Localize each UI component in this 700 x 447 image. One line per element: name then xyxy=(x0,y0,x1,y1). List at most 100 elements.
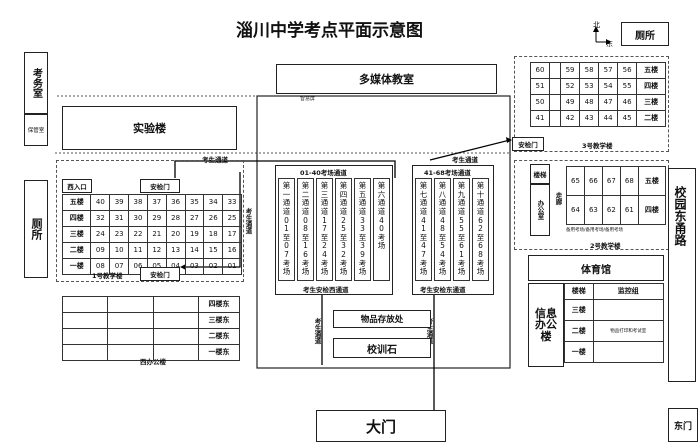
monitor-group: 监控组 xyxy=(592,283,665,300)
exam-room-cell: 03 xyxy=(184,258,205,275)
building2-office: 办公室 xyxy=(530,184,550,236)
room-char: 一 xyxy=(282,189,291,199)
building1-exit-security-gate: 安检门 xyxy=(140,267,180,281)
exam-room-cell: 15 xyxy=(203,242,224,259)
room-char: 3 xyxy=(360,241,365,251)
east-road xyxy=(668,168,696,382)
office-cell xyxy=(61,296,109,313)
exam-room-cell: 23 xyxy=(109,226,130,243)
exam-room-cell: 51 xyxy=(529,78,551,95)
office-cell xyxy=(152,328,200,345)
exam-room-cell: 21 xyxy=(146,226,167,243)
exam-room-cell: 55 xyxy=(617,78,638,95)
exam-room-cell: 22 xyxy=(128,226,148,243)
office-cell xyxy=(152,296,200,313)
exam-office-label: 考务室 xyxy=(30,68,42,98)
room-char: 场 xyxy=(419,267,428,277)
room-char: 考 xyxy=(438,258,447,268)
room-char: 1 xyxy=(284,224,289,234)
room-char: 6 xyxy=(303,250,308,259)
exam-room-cell: 53 xyxy=(579,78,600,95)
corridor-cell xyxy=(549,62,562,79)
exam-room-cell: 18 xyxy=(203,226,224,243)
room-char: 八 xyxy=(438,189,447,199)
room-char: 考 xyxy=(320,258,329,268)
west-entrance: 西入口 xyxy=(62,179,92,193)
exam-room-cell: 40 xyxy=(90,194,111,211)
west-office-caption: 西办公楼 xyxy=(140,358,166,366)
room-char: 场 xyxy=(358,267,367,277)
exam-room-cell: 29 xyxy=(146,210,167,227)
exam-room-cell: 66 xyxy=(583,166,603,196)
room-char: 0 xyxy=(284,215,289,225)
office-cell: 物品打印和考试室 xyxy=(592,320,665,342)
exam-room-cell: 14 xyxy=(184,242,205,259)
room-char: 至 xyxy=(438,232,447,242)
room-char: 考 xyxy=(377,232,386,242)
floor-label: 一楼东 xyxy=(198,344,240,361)
security-office: 保管室 xyxy=(24,114,48,146)
office-cell xyxy=(152,312,200,329)
toilet-left: 厕所 xyxy=(24,180,48,278)
room-char: 第 xyxy=(476,181,485,190)
room-char: 道 xyxy=(419,206,428,216)
floor-label: 五楼 xyxy=(637,166,667,196)
room-char: 场 xyxy=(282,267,291,277)
room-char: 道 xyxy=(339,206,348,216)
room-char: 至 xyxy=(282,232,291,242)
multimedia-room: 多媒体教室 xyxy=(276,64,497,94)
stairs-cell: 楼梯 xyxy=(564,283,594,300)
motto-stone: 校训石 xyxy=(333,338,431,358)
hall2-header: 41-68考场通道 xyxy=(424,169,471,177)
floor-label: 一楼 xyxy=(564,341,594,363)
exam-room-cell: 35 xyxy=(184,194,205,211)
room-char: 道 xyxy=(282,206,291,216)
exam-room-cell: 49 xyxy=(560,94,581,111)
room-char: 7 xyxy=(322,224,327,234)
room-char: 5 xyxy=(341,224,346,234)
room-char: 六 xyxy=(377,189,386,199)
exam-room-cell: 58 xyxy=(579,62,600,79)
east-gate: 东门 xyxy=(668,408,698,442)
building3-caption: 3号教学楼 xyxy=(582,142,613,150)
building2-stairs: 楼梯 xyxy=(530,164,550,184)
exam-passage-bottom-right-label: 考生通道 xyxy=(425,318,433,344)
room-char: 7 xyxy=(284,250,289,259)
exam-room-cell: 27 xyxy=(184,210,205,227)
room-char: 0 xyxy=(284,241,289,251)
exam-room-cell: 25 xyxy=(222,210,242,227)
room-char: 考 xyxy=(339,258,348,268)
building3-security-gate: 安检门 xyxy=(512,137,544,151)
exam-room-cell: 57 xyxy=(598,62,619,79)
room-char: 通 xyxy=(419,198,428,208)
room-char: 5 xyxy=(440,241,445,251)
toilet-top-right: 厕所 xyxy=(621,22,669,46)
floor-label: 二楼东 xyxy=(198,328,240,345)
exam-room-cell: 42 xyxy=(560,110,581,127)
room-char: 考 xyxy=(301,258,310,268)
main-gate: 大门 xyxy=(316,410,446,442)
room-char: 第 xyxy=(457,181,466,190)
room-char: 6 xyxy=(459,241,464,251)
building2-office-label: 办公室 xyxy=(536,200,544,220)
room-char: 0 xyxy=(303,215,308,225)
room-char: 4 xyxy=(440,215,445,225)
room-char: 3 xyxy=(360,215,365,225)
exam-room-cell: 39 xyxy=(109,194,130,211)
room-char: 十 xyxy=(476,189,485,199)
exam-room-cell: 31 xyxy=(109,210,130,227)
room-char: 1 xyxy=(421,224,426,234)
floor-label: 三楼东 xyxy=(198,312,240,329)
room-char: 5 xyxy=(459,224,464,234)
compass-north-label: 北 xyxy=(593,21,600,29)
corridor-cell xyxy=(549,94,562,111)
room-char: 考 xyxy=(476,258,485,268)
room-char: 通 xyxy=(457,198,466,208)
